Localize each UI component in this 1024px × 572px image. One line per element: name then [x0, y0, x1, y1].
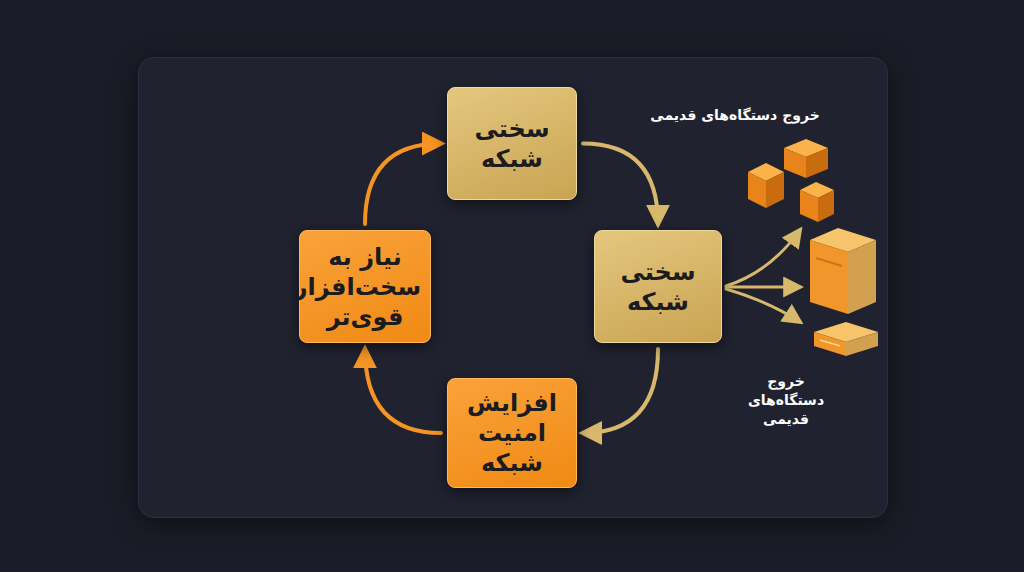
process-box: سختی شبکه	[447, 87, 577, 200]
box-text: سختی شبکه	[458, 114, 566, 174]
cycle-arrow	[365, 144, 441, 225]
box-text: نیاز به سخت‌افزار قوی‌تر	[309, 242, 421, 332]
cycle-arrow	[583, 349, 658, 433]
note-label: خروج دستگاه‌های قدیمی	[650, 106, 820, 125]
note-label: خروج دستگاه‌های قدیمی	[727, 372, 845, 429]
box-text: سختی شبکه	[605, 257, 711, 317]
process-box: افزایش امنیت شبکه	[447, 378, 577, 488]
cycle-arrow	[365, 349, 441, 433]
process-box: نیاز به سخت‌افزار قوی‌تر	[299, 230, 431, 343]
cycle-arrow	[583, 144, 658, 225]
box-text: افزایش امنیت شبکه	[458, 388, 566, 478]
process-box: سختی شبکه	[594, 230, 722, 343]
